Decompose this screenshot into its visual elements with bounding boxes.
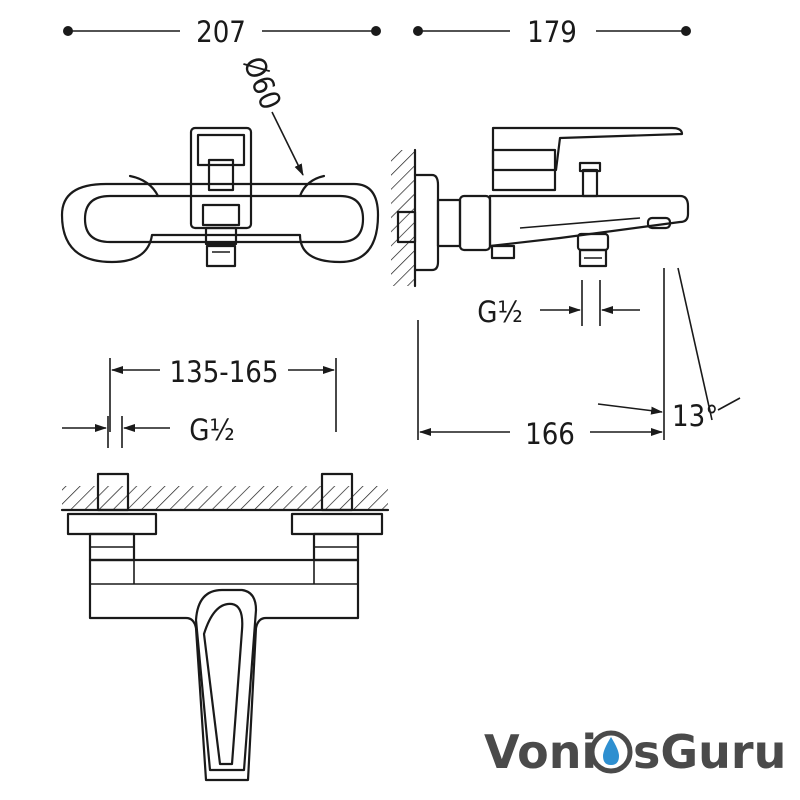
dim-label-166: 166 — [525, 417, 575, 451]
dim-label-diameter: Ø60 — [237, 52, 289, 115]
dim-label-179: 179 — [527, 15, 577, 49]
dimension-front-thread: G½ — [62, 413, 235, 448]
dimension-side-thread: G½ — [477, 280, 640, 329]
dim-label-207: 207 — [196, 15, 246, 49]
dimension-207: 207 — [63, 15, 381, 49]
water-drop-icon — [589, 730, 633, 774]
logo-text-part2: sGuru — [633, 725, 786, 779]
dimension-angle: 13° — [597, 267, 741, 433]
dimension-166: 166 — [417, 268, 665, 451]
dim-label-angle: 13° — [672, 399, 718, 433]
dim-label-center-distance: 135-165 — [170, 355, 279, 389]
side-view — [391, 126, 690, 288]
dimension-center-distance: 135-165 — [109, 355, 337, 432]
dim-label-side-thread: G½ — [477, 295, 523, 329]
dim-label-front-thread: G½ — [189, 413, 235, 447]
dimension-179: 179 — [413, 15, 691, 49]
top-view: Ø60 — [60, 52, 380, 268]
voniosguru-logo: Voni sGuru — [484, 725, 786, 779]
logo-text-part1: Voni — [484, 725, 597, 779]
front-view — [60, 472, 390, 782]
